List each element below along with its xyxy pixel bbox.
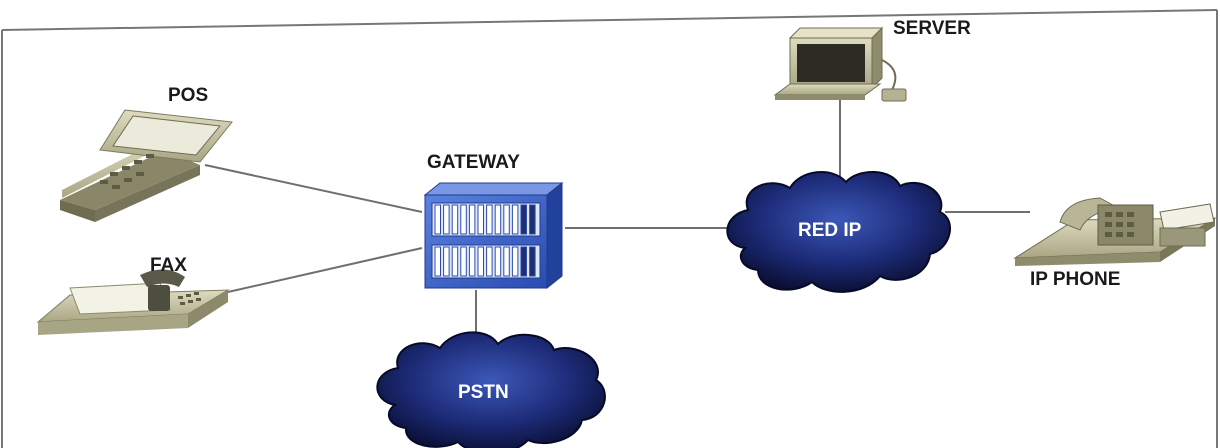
link-pos-gateway [204,164,423,213]
gateway-port-slot [503,246,510,277]
pos-terminal-icon [60,109,233,222]
gateway-port-slot [468,246,476,277]
gateway-port-slot [477,246,484,277]
gateway-port-slot [503,204,510,235]
ip-phone-label: IP PHONE [1030,269,1120,290]
server-label: SERVER [893,18,971,39]
gateway-label: GATEWAY [427,152,520,173]
ip-phone-icon [1013,197,1217,266]
gateway-port-slot [494,246,502,277]
gateway-port-slot [511,246,519,277]
pstn-label: PSTN [458,382,509,403]
gateway-port-slot [486,204,493,235]
fax-label: FAX [150,255,187,276]
red-ip-cloud-icon [726,170,951,293]
gateway-slots [434,204,536,277]
link-fax-gateway [227,247,423,293]
gateway-port-slot [520,246,527,277]
gateway-port-slot [477,204,484,235]
gateway-port-slot [520,204,527,235]
gateway-port-slot [529,246,536,277]
red-ip-label: RED IP [798,220,862,241]
gateway-icon [423,181,564,290]
gateway-port-slot [460,246,467,277]
gateway-port-slot [443,246,450,277]
gateway-port-slot [511,204,519,235]
frame-top-border [1,9,1218,31]
gateway-port-slot [468,204,476,235]
gateway-port-slot [529,204,536,235]
pstn-cloud-icon [376,331,606,448]
gateway-port-slot [443,204,450,235]
pos-label: POS [168,85,208,106]
gateway-port-slot [434,204,441,235]
gateway-port-slot [451,204,459,235]
gateway-port-slot [486,246,493,277]
fax-machine-icon [36,269,230,335]
gateway-port-slot [460,204,467,235]
server-icon [773,26,907,102]
gateway-port-slot [434,246,441,277]
gateway-port-slot [451,246,459,277]
gateway-port-slot [494,204,502,235]
